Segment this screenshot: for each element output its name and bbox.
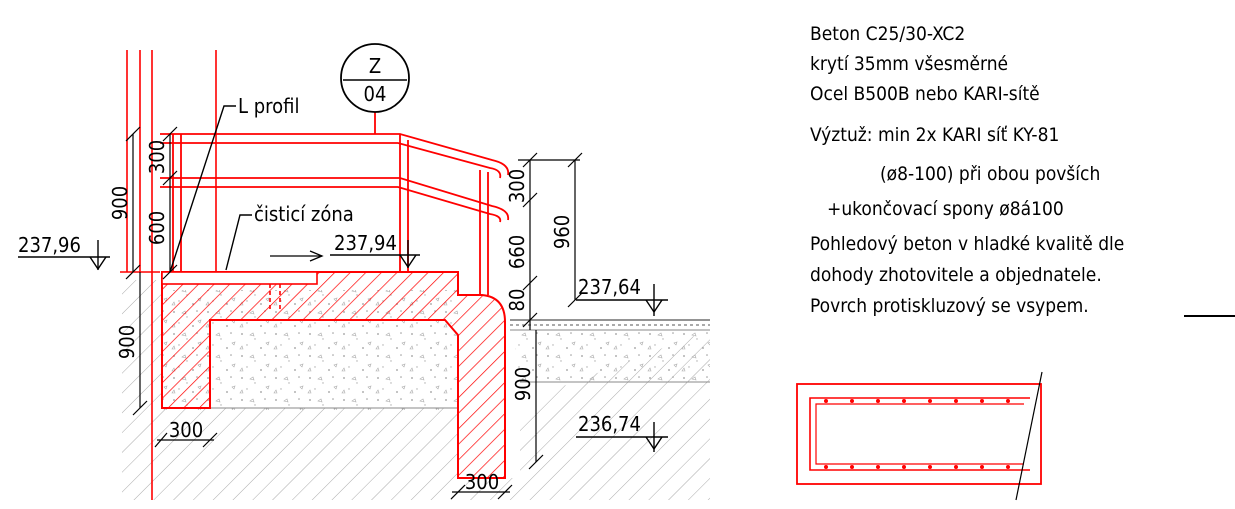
svg-text:L profil: L profil [238, 94, 299, 118]
dim-left-vertical [125, 126, 178, 416]
dim-right-rail-upper: 300 [505, 169, 529, 203]
dim-right-total: 960 [550, 215, 574, 249]
cleaning-zone-label: čisticí zóna [225, 202, 354, 271]
building-wall [120, 50, 217, 500]
dim-wall-width-right: 300 [465, 470, 499, 494]
level-top-middle-text: 237,94 [334, 231, 397, 255]
note-8: dohody zhotovitele a objednatele. [810, 264, 1102, 286]
note-6: +ukončovací spony ø8á100 [827, 198, 1064, 220]
dim-rail-total: 900 [108, 186, 132, 220]
dim-right-wall-height: 900 [511, 367, 535, 401]
dim-bottom-left [154, 432, 218, 448]
note-4: Výztuž: min 2x KARI síť KY-81 [810, 124, 1059, 146]
dim-bottom-right [450, 484, 513, 500]
section-mark-top: Z [369, 54, 381, 78]
note-3: Ocel B500B nebo KARI-sítě [810, 83, 1040, 105]
level-left-text: 237,96 [18, 233, 81, 257]
note-5: (ø8-100) při obou povších [880, 163, 1100, 185]
cleaning-zone-plate [161, 271, 318, 310]
level-top-middle [330, 240, 420, 269]
reinforcement-detail [796, 371, 1043, 501]
dim-right-vertical [518, 152, 583, 470]
level-right-upper-text: 237,64 [578, 275, 641, 299]
flow-arrow [270, 250, 324, 262]
dim-rail-upper: 300 [145, 140, 169, 174]
level-right-lower [576, 422, 668, 452]
level-right-lower-text: 236,74 [578, 412, 641, 436]
svg-text:čisticí zóna: čisticí zóna [254, 202, 354, 226]
dim-right-step: 80 [505, 289, 529, 312]
dim-wall-width-left: 300 [169, 418, 203, 442]
note-7: Pohledový beton v hladké kvalitě dle [810, 233, 1124, 255]
dim-right-rail-lower: 660 [505, 235, 529, 269]
note-2: krytí 35mm všesměrné [810, 53, 1008, 75]
section-mark: Z 04 [340, 43, 410, 113]
note-9: Povrch protiskluzový se vsypem. [810, 295, 1089, 317]
soil-hatch [122, 280, 710, 500]
level-left [18, 240, 110, 271]
railing [160, 112, 510, 295]
l-profile-label: L profil [169, 94, 299, 273]
dim-rail-lower: 600 [145, 211, 169, 245]
concrete-section [161, 271, 506, 479]
section-mark-bottom: 04 [364, 82, 387, 106]
note-1: Beton C25/30-XC2 [810, 23, 965, 45]
notes: Beton C25/30-XC2 krytí 35mm všesměrné Oc… [810, 23, 1124, 317]
level-right-upper [576, 284, 668, 316]
dim-wall-height: 900 [115, 325, 139, 359]
